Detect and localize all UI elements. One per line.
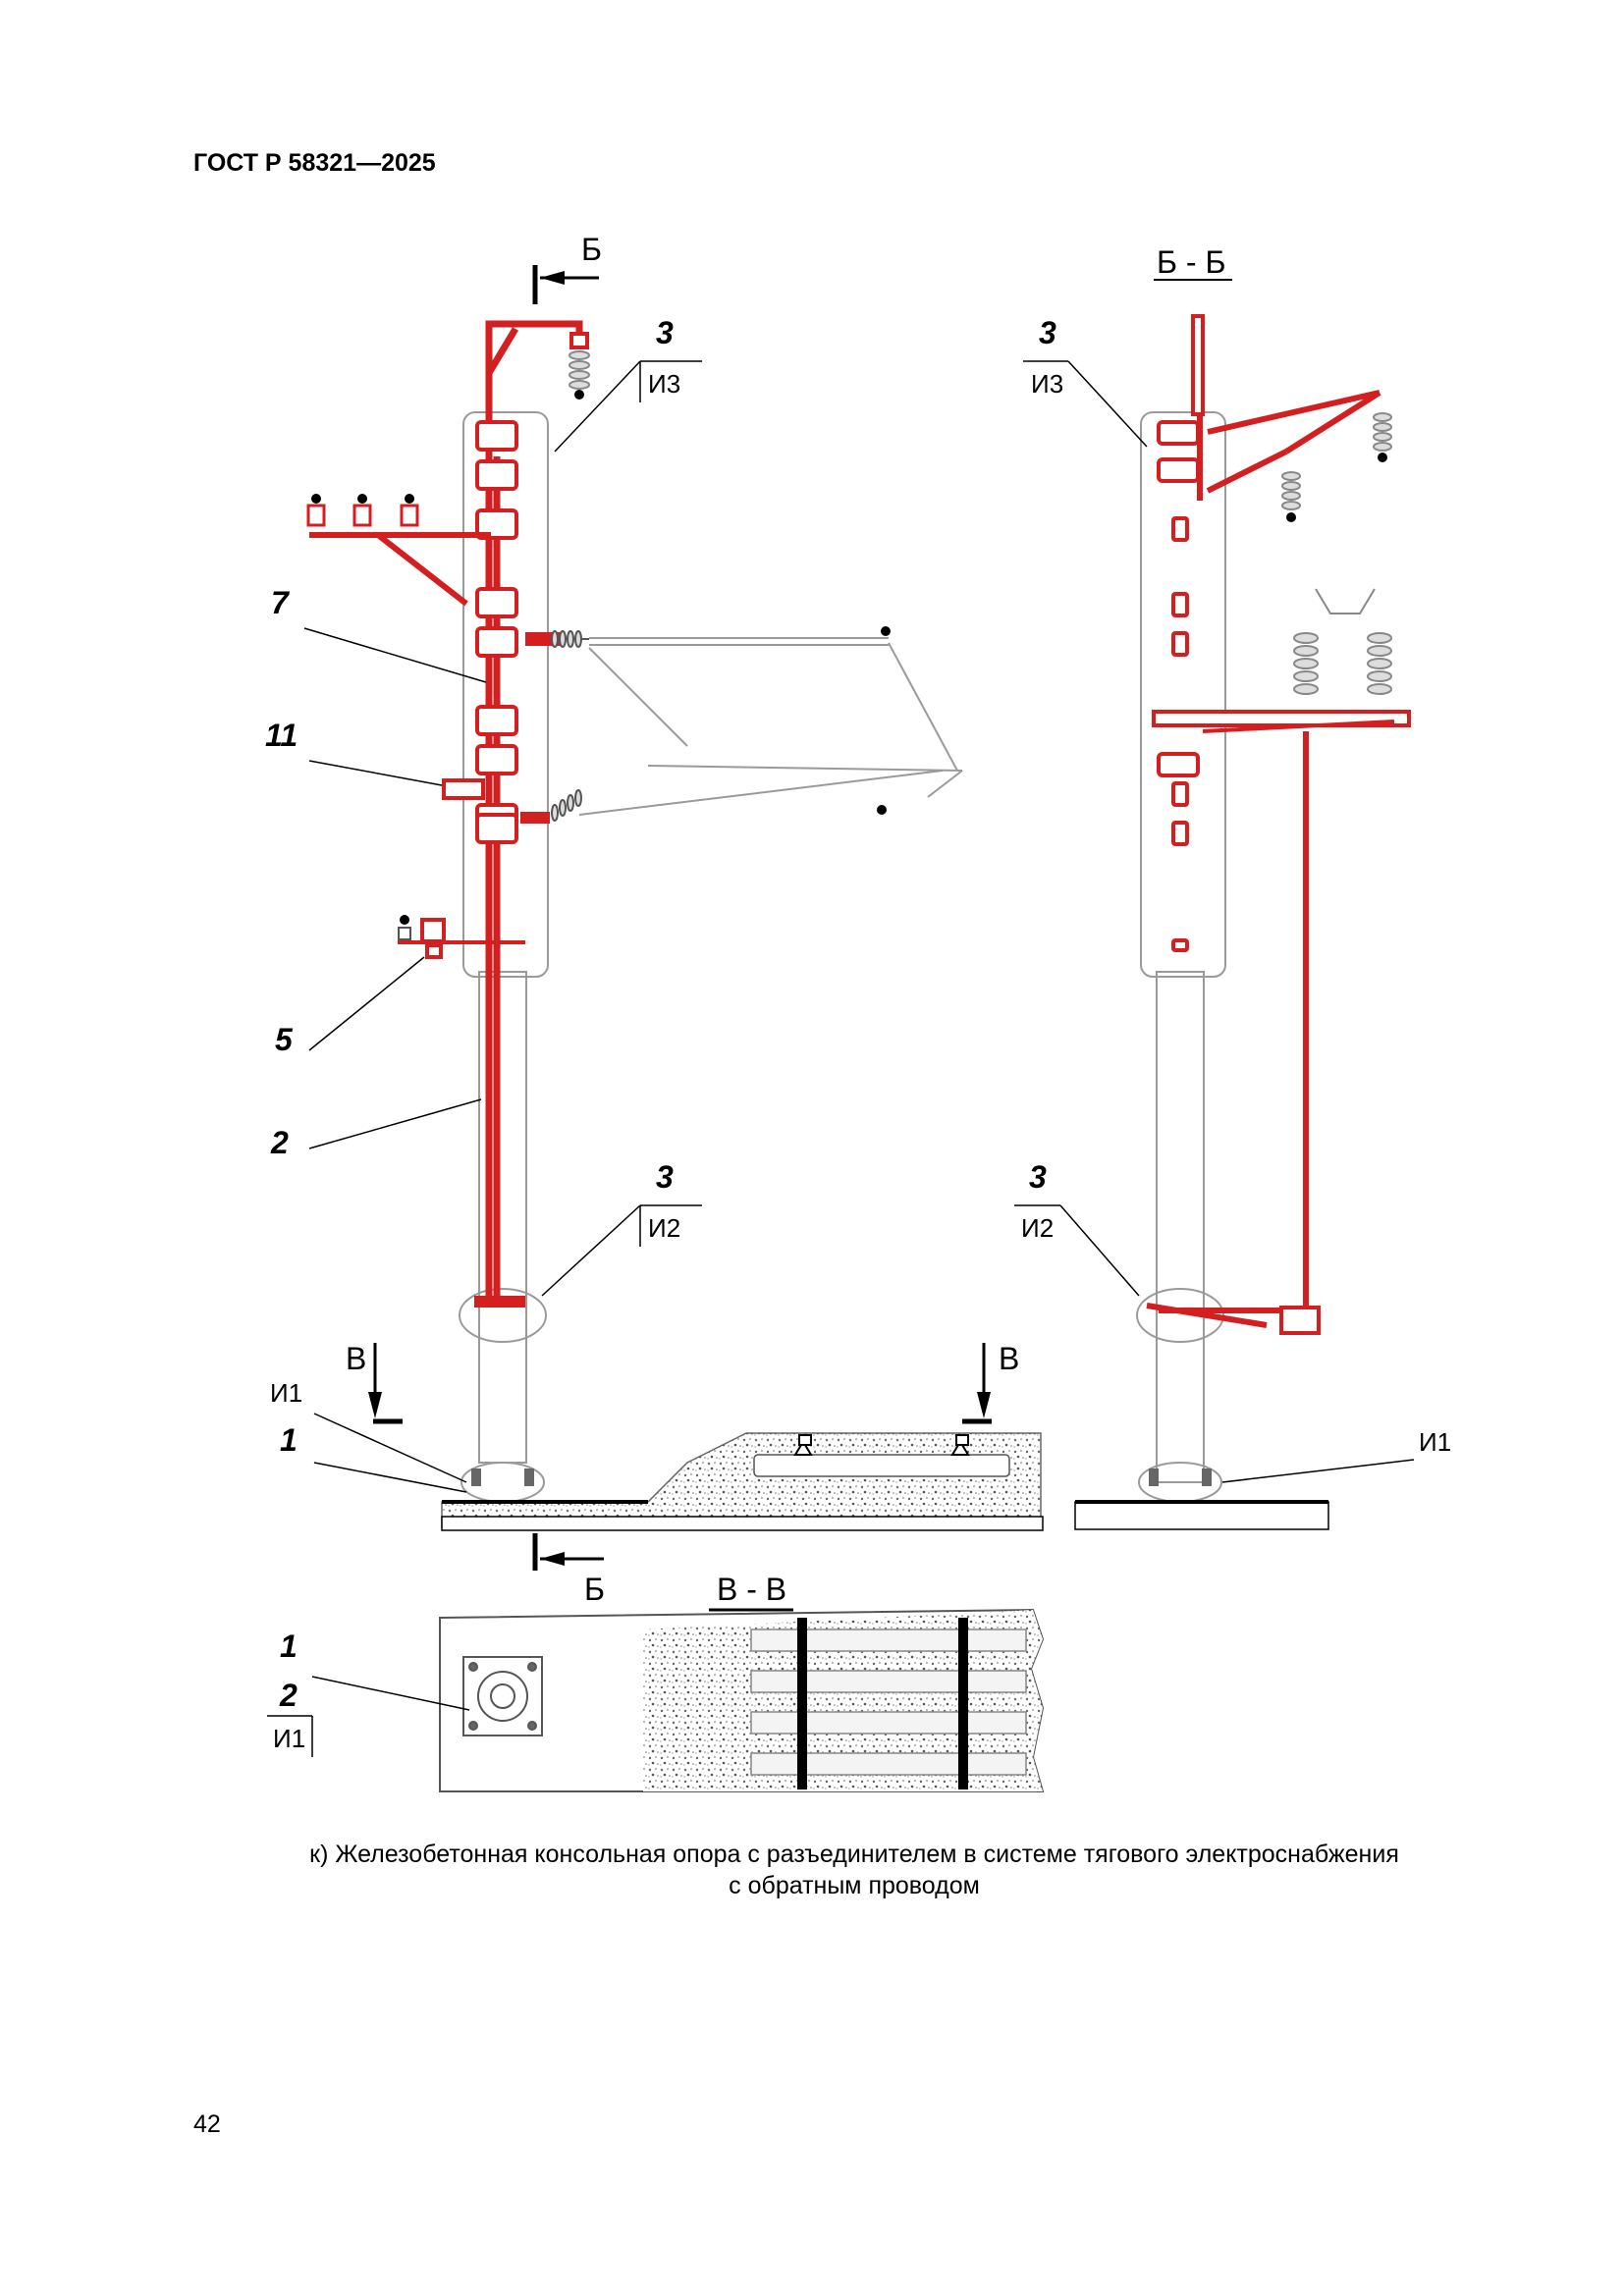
- pole-base-plan: [462, 1656, 543, 1736]
- svg-text:И3: И3: [1031, 369, 1063, 399]
- front-view: [306, 320, 1044, 1531]
- pole-clamps: [475, 420, 518, 844]
- contact-wire-clamp: [881, 626, 891, 636]
- sleeper: [753, 1454, 1010, 1477]
- svg-text:2: 2: [270, 1125, 289, 1160]
- figure-caption: к) Железобетонная консольная опора с раз…: [236, 1839, 1473, 1901]
- rail-right: [950, 1434, 970, 1456]
- top-insulator: [568, 332, 590, 400]
- plan-sleepers: [750, 1629, 1027, 1776]
- callout-3-i3-right: 3 И3: [1023, 315, 1148, 448]
- callout-1-2-i1-plan: 1 2 И1: [267, 1629, 470, 1757]
- pole-upper-frame-right: [1140, 411, 1226, 978]
- callout-3-i2-right: 3 И2: [1014, 1159, 1140, 1297]
- disconnector-ball: [400, 915, 409, 925]
- disconnector-insulators: [1293, 588, 1392, 695]
- callout-i1-right: И1: [1221, 1427, 1451, 1483]
- top-rod-right: [1191, 314, 1205, 416]
- svg-text:И3: И3: [648, 369, 680, 399]
- feeder-insulators: [306, 494, 419, 527]
- svg-text:И1: И1: [273, 1724, 305, 1753]
- rail-left: [793, 1434, 813, 1456]
- svg-text:И2: И2: [1021, 1213, 1054, 1243]
- section-mark-b-bottom: Б: [532, 1533, 605, 1607]
- section-b-label-top: Б: [581, 232, 602, 267]
- caption-line-1: к) Железобетонная консольная опора с раз…: [309, 1841, 1399, 1868]
- callout-5: 5: [275, 956, 425, 1057]
- callout-7: 7: [271, 585, 487, 683]
- svg-text:3: 3: [1039, 315, 1056, 350]
- anchor-bolt: [1149, 1468, 1159, 1486]
- anchor-bolt: [1202, 1468, 1212, 1486]
- section-mark-b-top: Б: [532, 232, 602, 304]
- svg-text:11: 11: [265, 718, 298, 753]
- disconnector-drive-5: [398, 918, 525, 959]
- section-vv-title: В - В: [717, 1572, 786, 1607]
- lower-clamp: [474, 1296, 525, 1308]
- callout-3-i3-left: 3 И3: [554, 315, 702, 453]
- plan-view-vv: В - В: [439, 1572, 1045, 1792]
- feeder-bracket: [309, 532, 491, 607]
- svg-text:3: 3: [656, 1159, 674, 1195]
- svg-text:3: 3: [1029, 1159, 1047, 1195]
- svg-text:И1: И1: [1419, 1427, 1451, 1457]
- disconnector-frame: [1152, 710, 1411, 1335]
- callout-11: 11: [265, 718, 443, 786]
- grounding-element-11: [442, 778, 485, 800]
- pole-upper-frame: [462, 411, 549, 978]
- plan-rails: [797, 1618, 968, 1789]
- cantilever-insulator-bottom: [520, 789, 582, 824]
- red-conductor-right: [1146, 314, 1381, 1328]
- base-plate-right: [1074, 1501, 1329, 1530]
- contact-wire-clamp: [877, 805, 887, 815]
- section-mark-v-left: В: [346, 1341, 403, 1424]
- section-mark-v-right: В: [962, 1341, 1019, 1424]
- insulator-right-a: [1373, 412, 1392, 462]
- cantilever: [578, 637, 963, 816]
- pole-clamps-right: [1157, 420, 1200, 952]
- svg-text:1: 1: [280, 1629, 298, 1664]
- base-plate: [441, 1516, 1044, 1531]
- anchor-bolt: [524, 1468, 534, 1486]
- disconnector-knob: [398, 927, 411, 940]
- insulation-zone-i2: [459, 1288, 547, 1343]
- callout-3-i2-left: 3 И2: [541, 1159, 702, 1297]
- callout-i1-1-left: И1 1: [270, 1378, 467, 1493]
- section-b-label-bottom: Б: [584, 1572, 605, 1607]
- svg-text:3: 3: [656, 315, 674, 350]
- cantilever-insulator-top: [525, 630, 589, 648]
- plan-ballast: [643, 1610, 1043, 1791]
- pole-body-right: [1156, 971, 1205, 1483]
- page-number: 42: [193, 2110, 221, 2138]
- section-view-bb: Б - Б: [1074, 244, 1411, 1530]
- caption-line-2: с обратным проводом: [729, 1872, 980, 1899]
- anchor-bolt: [471, 1468, 481, 1486]
- svg-text:И2: И2: [648, 1213, 680, 1243]
- svg-text:5: 5: [275, 1022, 294, 1057]
- svg-text:7: 7: [271, 585, 291, 620]
- svg-text:1: 1: [280, 1422, 298, 1458]
- section-bb-title: Б - Б: [1157, 244, 1225, 280]
- section-v-label-left: В: [346, 1341, 366, 1376]
- svg-text:И1: И1: [270, 1378, 302, 1408]
- insulator-right-b: [1281, 471, 1301, 522]
- svg-text:2: 2: [279, 1678, 298, 1713]
- section-v-label-right: В: [999, 1341, 1019, 1376]
- document-header: ГОСТ Р 58321—2025: [193, 149, 436, 177]
- callout-2: 2: [270, 1098, 482, 1160]
